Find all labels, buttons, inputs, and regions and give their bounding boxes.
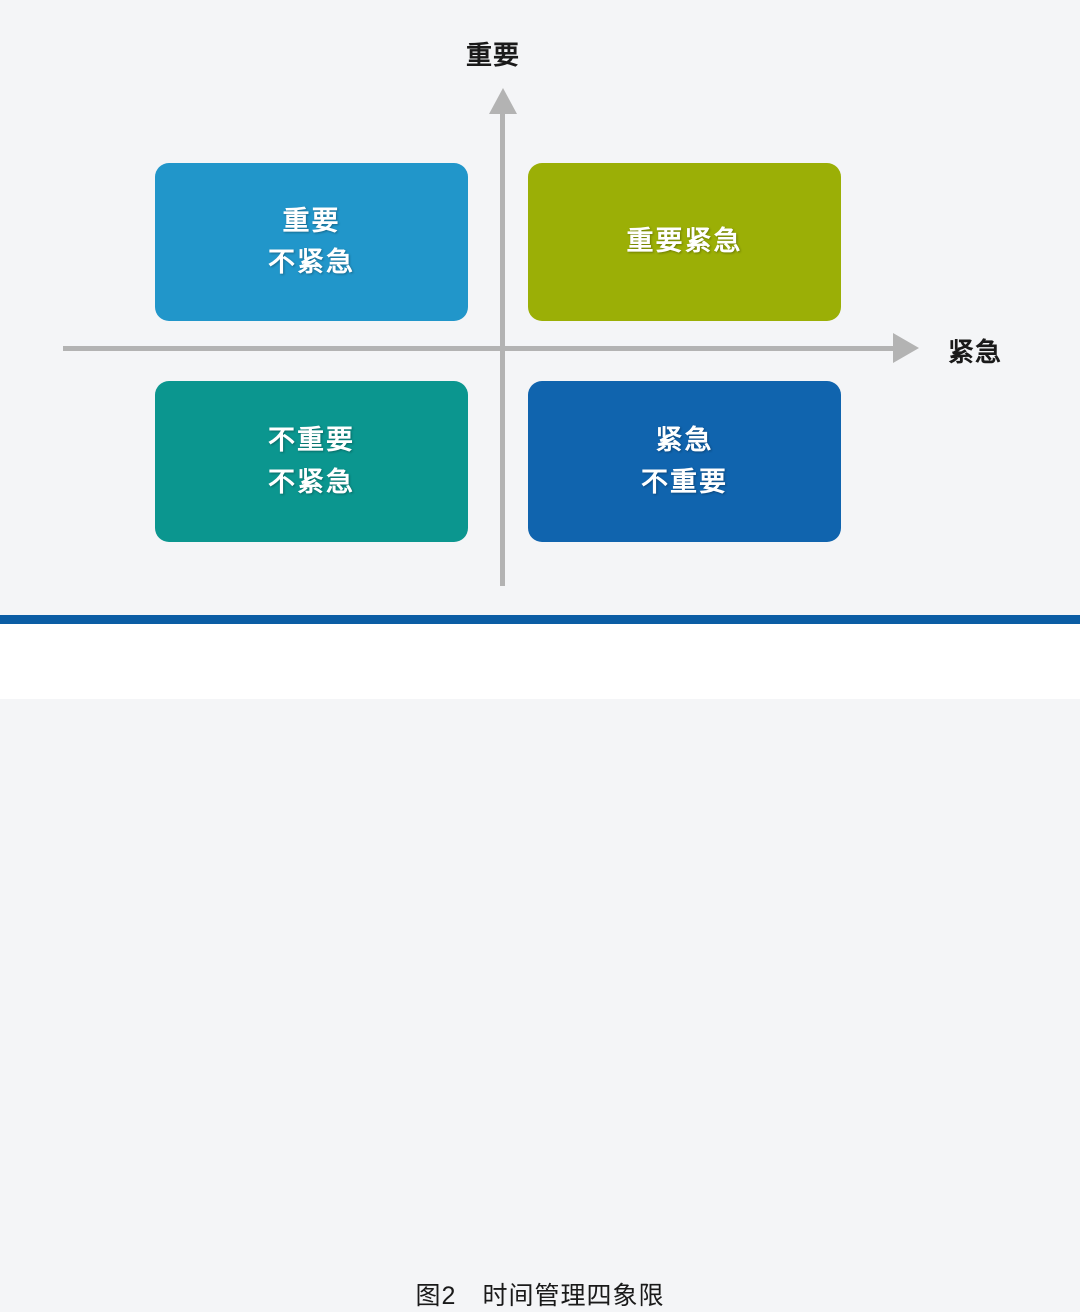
figure-caption: 图2 时间管理四象限 xyxy=(415,1282,665,1310)
vertical-axis-line xyxy=(500,112,505,586)
quadrant-label-line: 重要 xyxy=(282,205,341,236)
horizontal-axis-line xyxy=(63,346,895,351)
quadrant-important-not-urgent[interactable]: 重要 不紧急 xyxy=(155,163,477,329)
figure-canvas: 重要 紧急 重要 不紧急 重要紧急 不重要 不紧急 紧急 不重要 xyxy=(0,0,1080,615)
vertical-axis-arrow-icon xyxy=(489,88,517,114)
quadrant-label-line: 紧急 xyxy=(655,425,714,456)
quadrant-label-line: 重要紧急 xyxy=(626,226,743,257)
quadrant-label-line: 不重要 xyxy=(641,466,728,497)
quadrant-label-line: 不紧急 xyxy=(268,466,355,497)
quadrant-urgent-not-important[interactable]: 紧急 不重要 xyxy=(528,381,850,550)
horizontal-axis-arrow-icon xyxy=(893,333,919,363)
vertical-axis-label: 重要 xyxy=(466,40,521,70)
footer-divider-rule xyxy=(0,615,1080,624)
quadrant-not-important-not-urgent[interactable]: 不重要 不紧急 xyxy=(155,381,477,550)
quadrant-label-line: 不重要 xyxy=(268,425,355,456)
quadrant-label-line: 不紧急 xyxy=(268,247,355,277)
horizontal-axis-label: 紧急 xyxy=(948,337,1003,367)
quadrant-important-urgent[interactable]: 重要紧急 xyxy=(528,163,850,329)
footer-area: 图2 时间管理四象限 xyxy=(0,624,1080,1310)
